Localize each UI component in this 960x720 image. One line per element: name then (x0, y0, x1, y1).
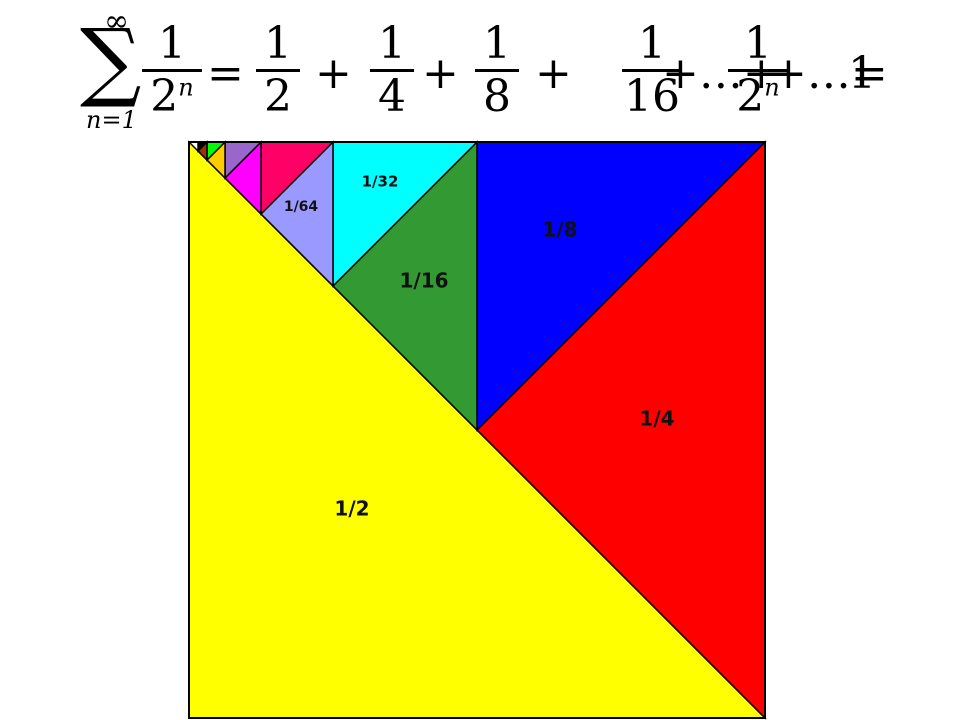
sigma-symbol: ∑ (80, 11, 142, 111)
formula-operator: +…+ (662, 48, 780, 99)
square-outline (188, 141, 766, 719)
sum-lower-limit: n=1 (86, 106, 137, 134)
fraction-denominator: 2n (728, 75, 788, 119)
fraction-numerator: 1 (378, 18, 406, 69)
sum-upper-limit: ∞ (104, 4, 129, 39)
denominator-base: 4 (378, 71, 406, 122)
fraction-denominator: 2 (256, 75, 300, 119)
denominator-base: 2 (264, 71, 292, 122)
fraction-numerator: 1 (483, 18, 511, 69)
formula-operator: +…= (770, 48, 888, 99)
fraction-bar (475, 69, 519, 72)
general-term: 1 2n (142, 22, 202, 119)
term-numerator: 1 (158, 18, 186, 69)
fraction-bar (728, 69, 788, 72)
denominator-base: 2 (736, 71, 765, 122)
region-label-half: 1/2 (334, 497, 369, 521)
denominator-base: 16 (624, 71, 680, 122)
formula-operator: + (422, 48, 459, 99)
region-label-thirty-second: 1/32 (362, 173, 399, 191)
region-label-quarter: 1/4 (639, 407, 674, 431)
formula-operator: 1 (848, 48, 876, 99)
term-denominator-base: 2 (150, 71, 179, 122)
fraction-denominator: 4 (370, 75, 414, 119)
fraction-bar (622, 69, 682, 72)
denominator-exponent: n (764, 73, 780, 102)
region-label-sixty-fourth: 1/64 (284, 199, 319, 215)
fraction-numerator: 1 (744, 18, 772, 69)
region-label-sixteenth: 1/16 (399, 269, 448, 293)
fraction-bar (370, 69, 414, 72)
fraction-numerator: 1 (638, 18, 666, 69)
fraction-bar (256, 69, 300, 72)
formula-operator: + (535, 48, 572, 99)
region-label-eighth: 1/8 (542, 218, 577, 242)
fraction-bar (142, 69, 202, 72)
fraction-numerator: 1 (264, 18, 292, 69)
fraction-denominator: 8 (475, 75, 519, 119)
denominator-base: 8 (483, 71, 511, 122)
formula-operator: = (207, 48, 244, 99)
formula-operator: + (315, 48, 352, 99)
term-denominator-exponent: n (178, 73, 194, 102)
fraction-denominator: 16 (622, 75, 682, 119)
